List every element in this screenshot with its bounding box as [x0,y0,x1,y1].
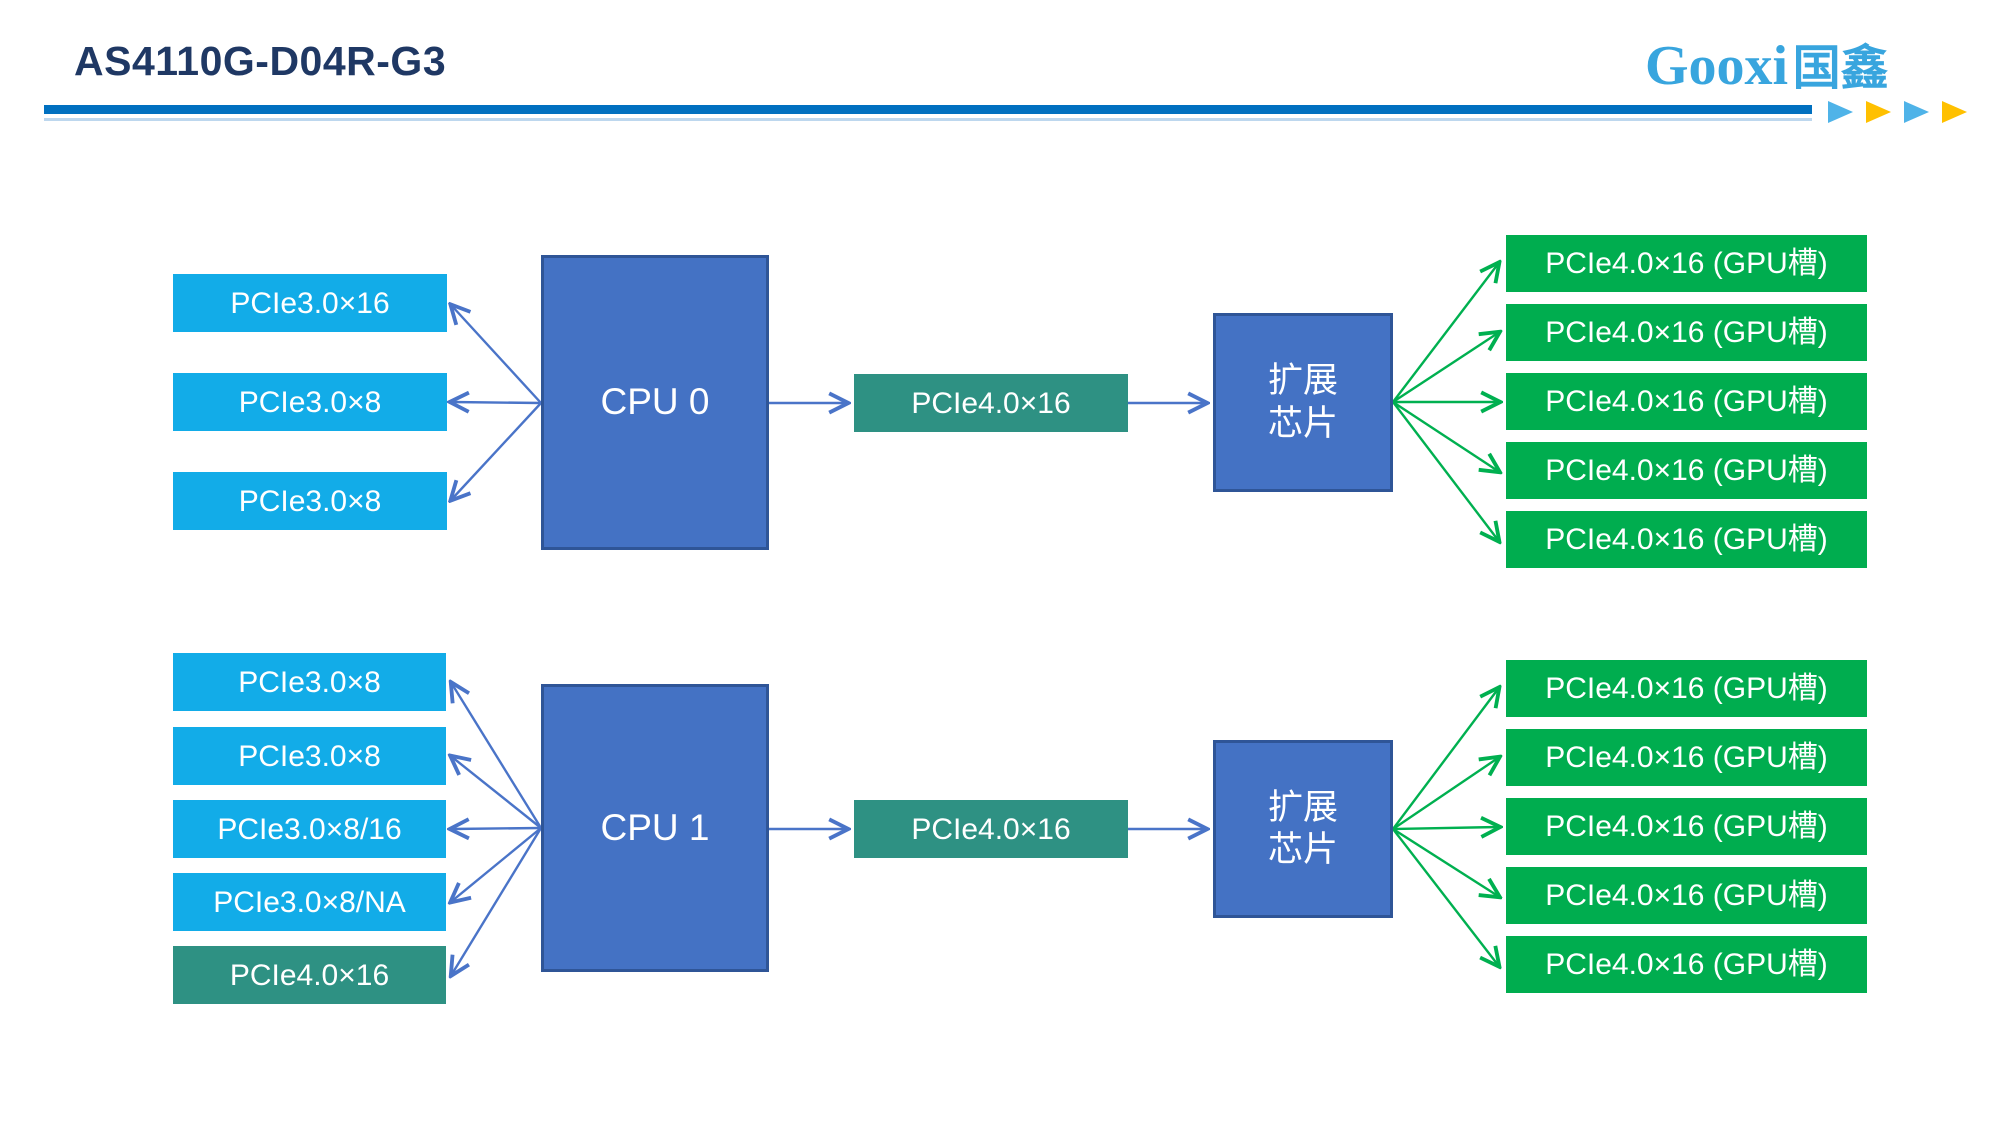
uplink-box: PCIe4.0×16 [854,374,1128,432]
logo-triangle-icon [1866,101,1891,123]
arrow-line [452,306,542,404]
cpu1-box: CPU 1 [541,684,769,972]
gpu-slot-box: PCIe4.0×16 (GPU槽) [1506,798,1867,855]
logo-triangle-icon [1942,101,1967,123]
arrow-line [452,757,542,829]
expansion-chip-box: 扩展 芯片 [1213,740,1393,918]
arrow-line [1392,689,1498,830]
arrow-line [452,402,542,499]
expansion-chip-label: 扩展 [1267,787,1338,827]
arrow-line [452,402,542,403]
arrow-line [1392,333,1498,404]
expansion-chip-box: 扩展 芯片 [1213,313,1393,492]
pcie-slot-box: PCIe3.0×8 [173,727,446,785]
header-rule-bar [44,105,1812,114]
pcie-slot-box: PCIe4.0×16 [173,946,446,1004]
arrow-line [452,827,543,974]
gooxi-logo: Gooxi 国鑫 [1645,28,1889,98]
uplink-box: PCIe4.0×16 [854,800,1128,858]
logo-triangle-icon [1828,101,1853,123]
arrow-line [1392,758,1498,830]
arrow-line [452,828,542,829]
gpu-slot-box: PCIe4.0×16 (GPU槽) [1506,936,1867,993]
arrow-line [1392,827,1498,896]
expansion-chip-label: 芯片 [1267,403,1338,443]
arrow-line [1392,827,1498,829]
arrow-line [1392,401,1498,540]
gpu-slot-box: PCIe4.0×16 (GPU槽) [1506,235,1867,292]
pcie-slot-box: PCIe3.0×16 [173,274,447,332]
gpu-slot-box: PCIe4.0×16 (GPU槽) [1506,867,1867,924]
pcie-slot-box: PCIe3.0×8/NA [173,873,446,931]
gpu-slot-box: PCIe4.0×16 (GPU槽) [1506,373,1867,430]
pcie-slot-box: PCIe3.0×8 [173,472,447,530]
gpu-slot-box: PCIe4.0×16 (GPU槽) [1506,660,1867,717]
gpu-slot-box: PCIe4.0×16 (GPU槽) [1506,304,1867,361]
arrow-line [1392,828,1498,965]
expansion-chip-label: 芯片 [1267,830,1338,869]
gpu-slot-box: PCIe4.0×16 (GPU槽) [1506,442,1867,499]
arrow-line [1392,400,1498,471]
header-rule-light [44,118,1812,121]
arrow-line [452,684,543,829]
page-title: AS4110G-D04R-G3 [74,38,447,84]
logo-triangle-icon [1904,101,1929,123]
logo-text-latin: Gooxi [1645,35,1789,97]
pcie-slot-box: PCIe3.0×8 [173,373,447,431]
arrow-line [452,827,542,901]
pcie-slot-box: PCIe3.0×8 [173,653,446,711]
gpu-slot-box: PCIe4.0×16 (GPU槽) [1506,729,1867,786]
logo-text-cjk: 国鑫 [1792,42,1889,95]
pcie-slot-box: PCIe3.0×8/16 [173,800,446,858]
gpu-slot-box: PCIe4.0×16 (GPU槽) [1506,511,1867,568]
expansion-chip-label: 扩展 [1267,361,1338,400]
cpu0-box: CPU 0 [541,255,769,550]
arrow-line [1392,264,1498,403]
